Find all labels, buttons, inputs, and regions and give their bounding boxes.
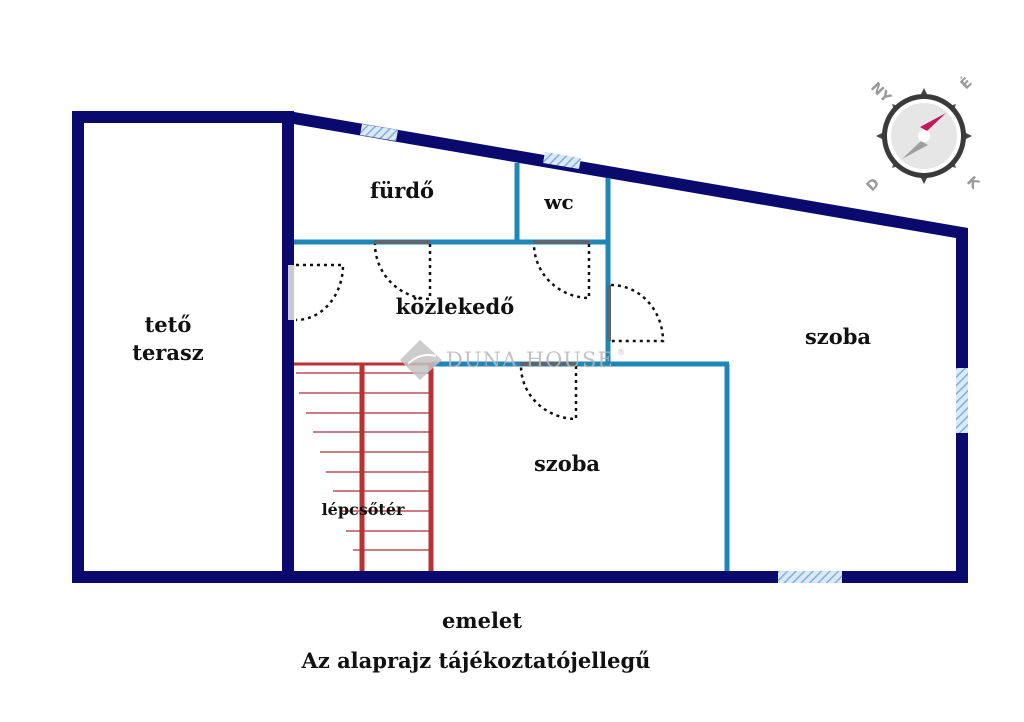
compass-label-south: D: [864, 175, 884, 195]
disclaimer: Az alaprajz tájékoztatójellegű: [301, 648, 651, 673]
door-swing-terrace: [295, 263, 345, 322]
room-label-staircase: lépcsőtér: [322, 500, 405, 519]
windows: [360, 124, 968, 583]
door-swing-room-right: [610, 283, 665, 343]
compass-needle-north: [920, 113, 946, 131]
terrace-walls: [72, 111, 294, 583]
compass-label-west: NY: [867, 80, 894, 107]
duna-house-watermark: DUNA HOUSE ®: [400, 340, 626, 380]
window-bathroom: [360, 124, 398, 141]
duna-house-logo-icon: [400, 340, 442, 380]
door-swing-room-middle: [519, 365, 578, 421]
compass-needle-south: [902, 141, 928, 159]
door-swing-bathroom: [373, 243, 432, 301]
door-swings: [295, 243, 665, 421]
room-label-room-right: szoba: [805, 324, 871, 349]
terrace-door-opening: [288, 265, 294, 320]
window-bottom-wall: [778, 571, 842, 583]
room-label-terrace-2: terasz: [132, 340, 204, 365]
window-right-wall: [956, 368, 968, 433]
compass-label-east: K: [963, 174, 983, 194]
door-leaves: [374, 240, 611, 366]
floor-label: emelet: [442, 608, 522, 633]
room-label-terrace-1: tető: [145, 312, 192, 337]
window-wc: [543, 152, 581, 169]
room-label-bathroom: fürdő: [370, 178, 434, 203]
staircase: [294, 362, 434, 571]
room-label-room-middle: szoba: [534, 451, 600, 476]
compass-label-north: É: [957, 74, 976, 93]
room-label-hallway: közlekedő: [396, 294, 514, 319]
door-swing-wc: [532, 243, 591, 300]
room-label-wc: wc: [543, 190, 573, 214]
compass-icon: NY É D K: [864, 74, 983, 195]
svg-text:DUNA HOUSE: DUNA HOUSE: [446, 348, 614, 372]
svg-text:®: ®: [617, 348, 626, 357]
